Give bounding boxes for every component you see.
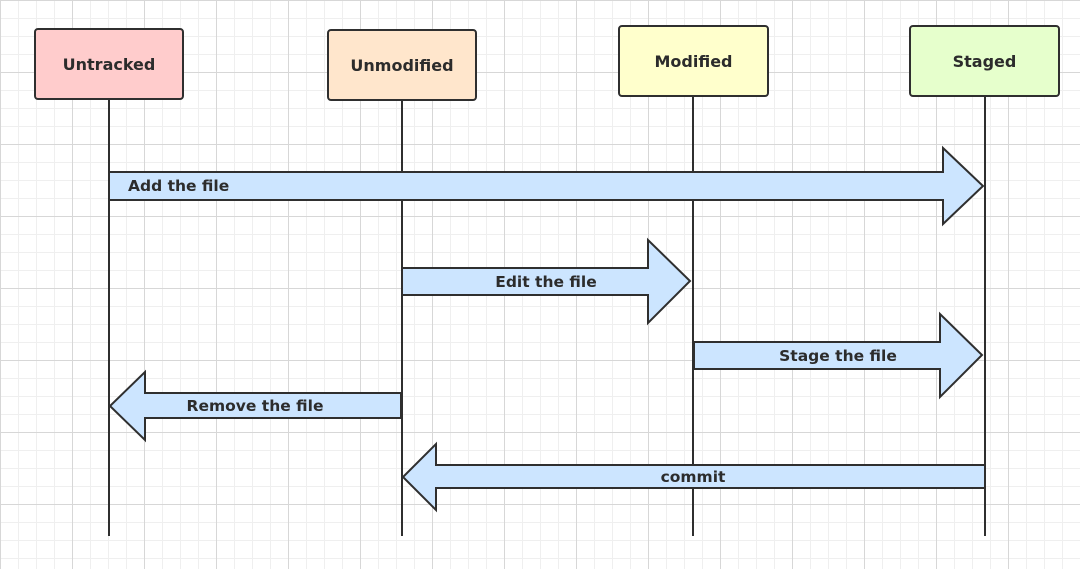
state-staged: Staged xyxy=(909,25,1060,97)
arrow-remove-the-file: Remove the file xyxy=(108,369,402,443)
state-label-untracked: Untracked xyxy=(62,54,156,74)
state-untracked: Untracked xyxy=(34,28,184,100)
state-label-staged: Staged xyxy=(952,51,1017,71)
arrow-label-stage: Stage the file xyxy=(779,347,897,365)
arrow-commit: commit xyxy=(401,441,986,513)
arrow-label-add: Add the file xyxy=(128,177,229,195)
arrow-label-commit: commit xyxy=(661,468,726,486)
arrow-edit-the-file: Edit the file xyxy=(401,237,692,326)
arrow-label-remove: Remove the file xyxy=(187,397,324,415)
arrow-add-the-file: Add the file xyxy=(108,145,985,227)
state-label-unmodified: Unmodified xyxy=(350,55,454,75)
arrow-label-edit: Edit the file xyxy=(495,273,596,291)
arrow-stage-the-file: Stage the file xyxy=(693,311,984,400)
state-label-modified: Modified xyxy=(654,51,733,71)
state-modified: Modified xyxy=(618,25,769,97)
state-unmodified: Unmodified xyxy=(327,29,477,101)
